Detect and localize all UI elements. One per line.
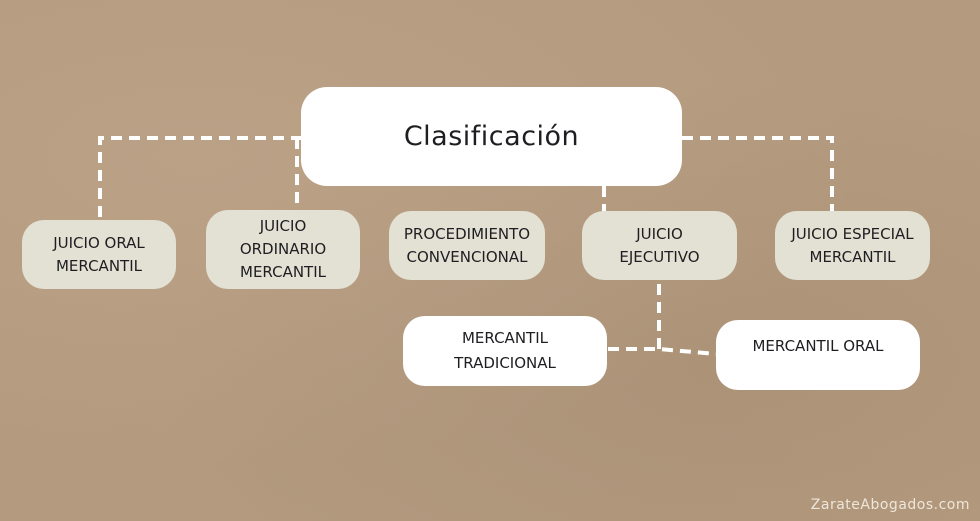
category-juicio-ordinario-mercantil: JUICIO ORDINARIO MERCANTIL [206, 210, 360, 289]
category-label: JUICIO ESPECIAL MERCANTIL [791, 224, 914, 266]
category-label: JUICIO ORAL MERCANTIL [53, 233, 145, 275]
watermark: ZarateAbogados.com [810, 497, 970, 513]
subtype-label: MERCANTIL TRADICIONAL [454, 329, 556, 372]
category-label: PROCEDIMIENTO CONVENCIONAL [403, 224, 531, 266]
category-juicio-especial-mercantil: JUICIO ESPECIAL MERCANTIL [775, 211, 930, 280]
subtype-mercantil-tradicional: MERCANTIL TRADICIONAL [403, 316, 607, 386]
category-label: JUICIO ORDINARIO MERCANTIL [239, 217, 327, 281]
root-node-clasificacion: Clasificación [301, 87, 682, 186]
category-juicio-ejecutivo: JUICIO EJECUTIVO [582, 211, 737, 280]
category-procedimiento-convencional: PROCEDIMIENTO CONVENCIONAL [389, 211, 545, 280]
subtype-mercantil-oral: MERCANTIL ORAL [716, 320, 920, 390]
subtype-label: MERCANTIL ORAL [752, 337, 884, 355]
root-label: Clasificación [403, 121, 580, 152]
category-juicio-oral-mercantil: JUICIO ORAL MERCANTIL [22, 220, 176, 289]
category-label: JUICIO EJECUTIVO [619, 224, 700, 266]
